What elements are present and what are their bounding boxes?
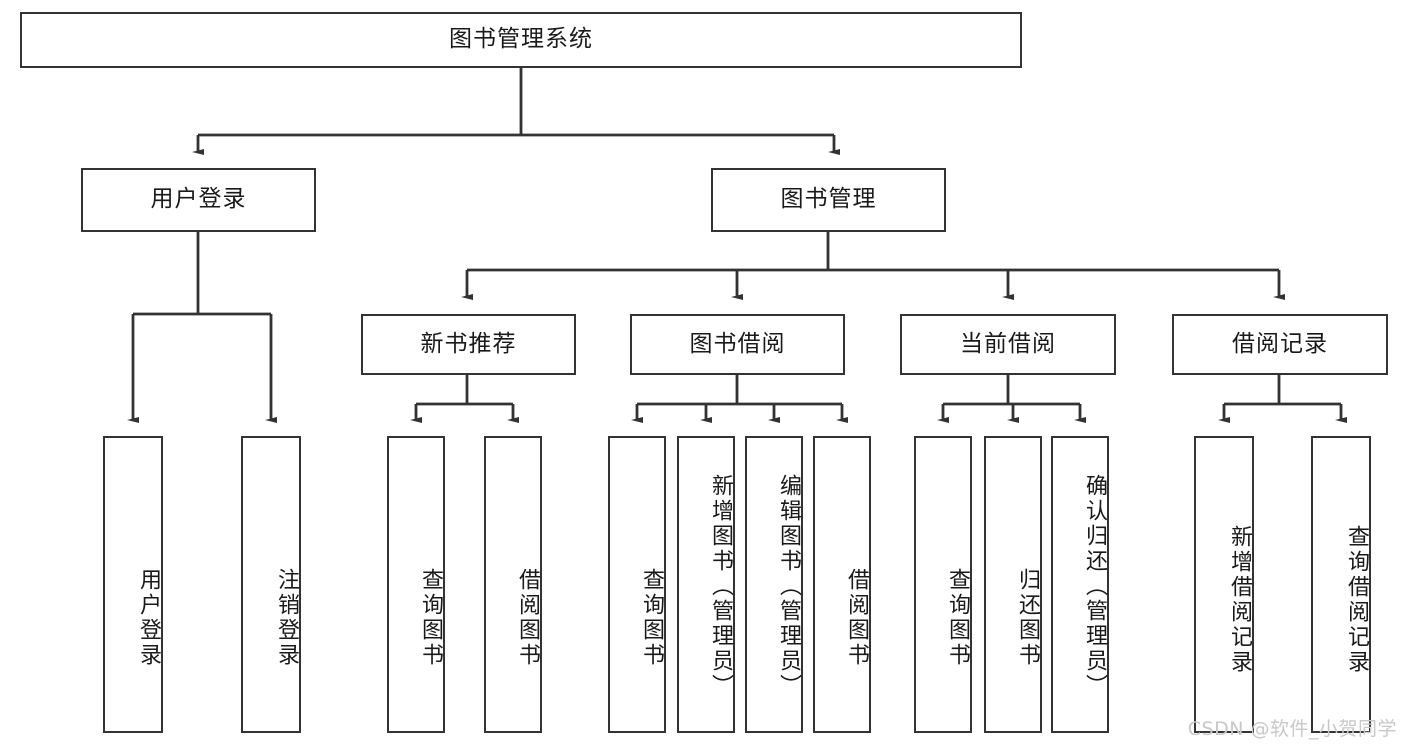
node-leaf-query-book-1[interactable]: 查询图书 (387, 436, 445, 733)
node-book-manage[interactable]: 图书管理 (711, 168, 946, 232)
node-leaf-add-book-label: 新增图书（管理员） (708, 474, 733, 699)
node-leaf-edit-book[interactable]: 编辑图书（管理员） (745, 436, 803, 733)
node-leaf-borrow-book-1[interactable]: 借阅图书 (484, 436, 542, 733)
node-leaf-add-record[interactable]: 新增借阅记录 (1194, 436, 1254, 733)
node-leaf-return-book-label: 归还图书 (1015, 567, 1040, 668)
node-leaf-user-login[interactable]: 用户登录 (103, 436, 163, 733)
node-leaf-return-book[interactable]: 归还图书 (984, 436, 1042, 733)
node-leaf-query-book-3-label: 查询图书 (945, 567, 970, 668)
node-book-borrow[interactable]: 图书借阅 (630, 314, 845, 375)
node-leaf-borrow-book-2[interactable]: 借阅图书 (813, 436, 871, 733)
csdn-watermark: CSDN @软件_小贺同学 (1187, 718, 1397, 740)
node-leaf-query-record-label: 查询借阅记录 (1344, 524, 1369, 675)
node-leaf-logout-login[interactable]: 注销登录 (241, 436, 301, 733)
node-user-login[interactable]: 用户登录 (81, 168, 316, 232)
node-leaf-query-book-1-label: 查询图书 (418, 567, 443, 668)
node-new-book-rec-label: 新书推荐 (420, 330, 517, 357)
node-leaf-add-book[interactable]: 新增图书（管理员） (677, 436, 735, 733)
node-leaf-add-record-label: 新增借阅记录 (1227, 524, 1252, 675)
node-leaf-confirm-return[interactable]: 确认归还（管理员） (1051, 436, 1109, 733)
node-leaf-query-book-2[interactable]: 查询图书 (608, 436, 666, 733)
node-leaf-user-login-label: 用户登录 (136, 567, 161, 668)
node-root-label: 图书管理系统 (449, 26, 593, 53)
node-leaf-edit-book-label: 编辑图书（管理员） (776, 474, 801, 699)
node-leaf-borrow-book-1-label: 借阅图书 (515, 567, 540, 668)
node-leaf-query-book-2-label: 查询图书 (639, 567, 664, 668)
node-borrow-record[interactable]: 借阅记录 (1172, 314, 1388, 375)
node-book-manage-label: 图书管理 (780, 186, 877, 213)
node-user-login-label: 用户登录 (150, 186, 247, 213)
node-new-book-rec[interactable]: 新书推荐 (361, 314, 576, 375)
node-borrow-record-label: 借阅记录 (1232, 330, 1328, 357)
node-leaf-confirm-return-label: 确认归还（管理员） (1082, 474, 1107, 699)
node-leaf-query-book-3[interactable]: 查询图书 (914, 436, 972, 733)
node-current-borrow-label: 当前借阅 (960, 330, 1056, 357)
node-current-borrow[interactable]: 当前借阅 (900, 314, 1116, 375)
node-root[interactable]: 图书管理系统 (20, 12, 1022, 68)
node-leaf-query-record[interactable]: 查询借阅记录 (1311, 436, 1371, 733)
node-leaf-logout-login-label: 注销登录 (274, 567, 299, 668)
node-leaf-borrow-book-2-label: 借阅图书 (844, 567, 869, 668)
node-book-borrow-label: 图书借阅 (689, 330, 786, 357)
